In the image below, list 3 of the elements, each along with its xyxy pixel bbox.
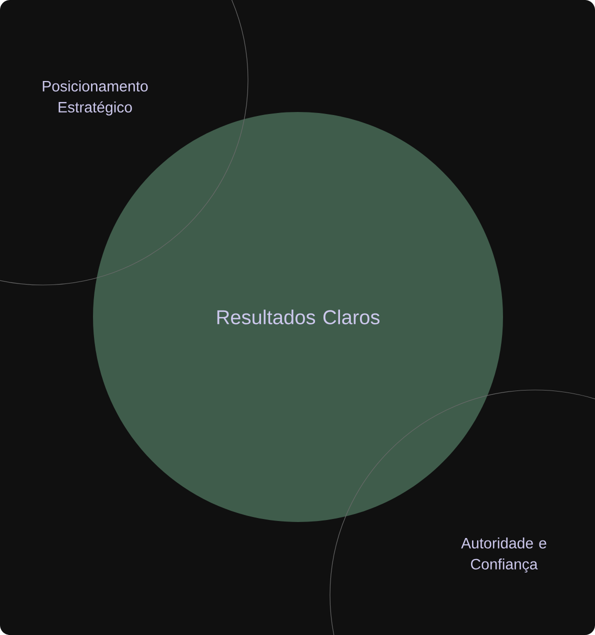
circle-label: Posicionamento Estratégico: [42, 80, 148, 116]
circle-label: Resultados Claros: [217, 310, 380, 324]
circle-label: Autoridade e Confiança: [461, 537, 546, 573]
